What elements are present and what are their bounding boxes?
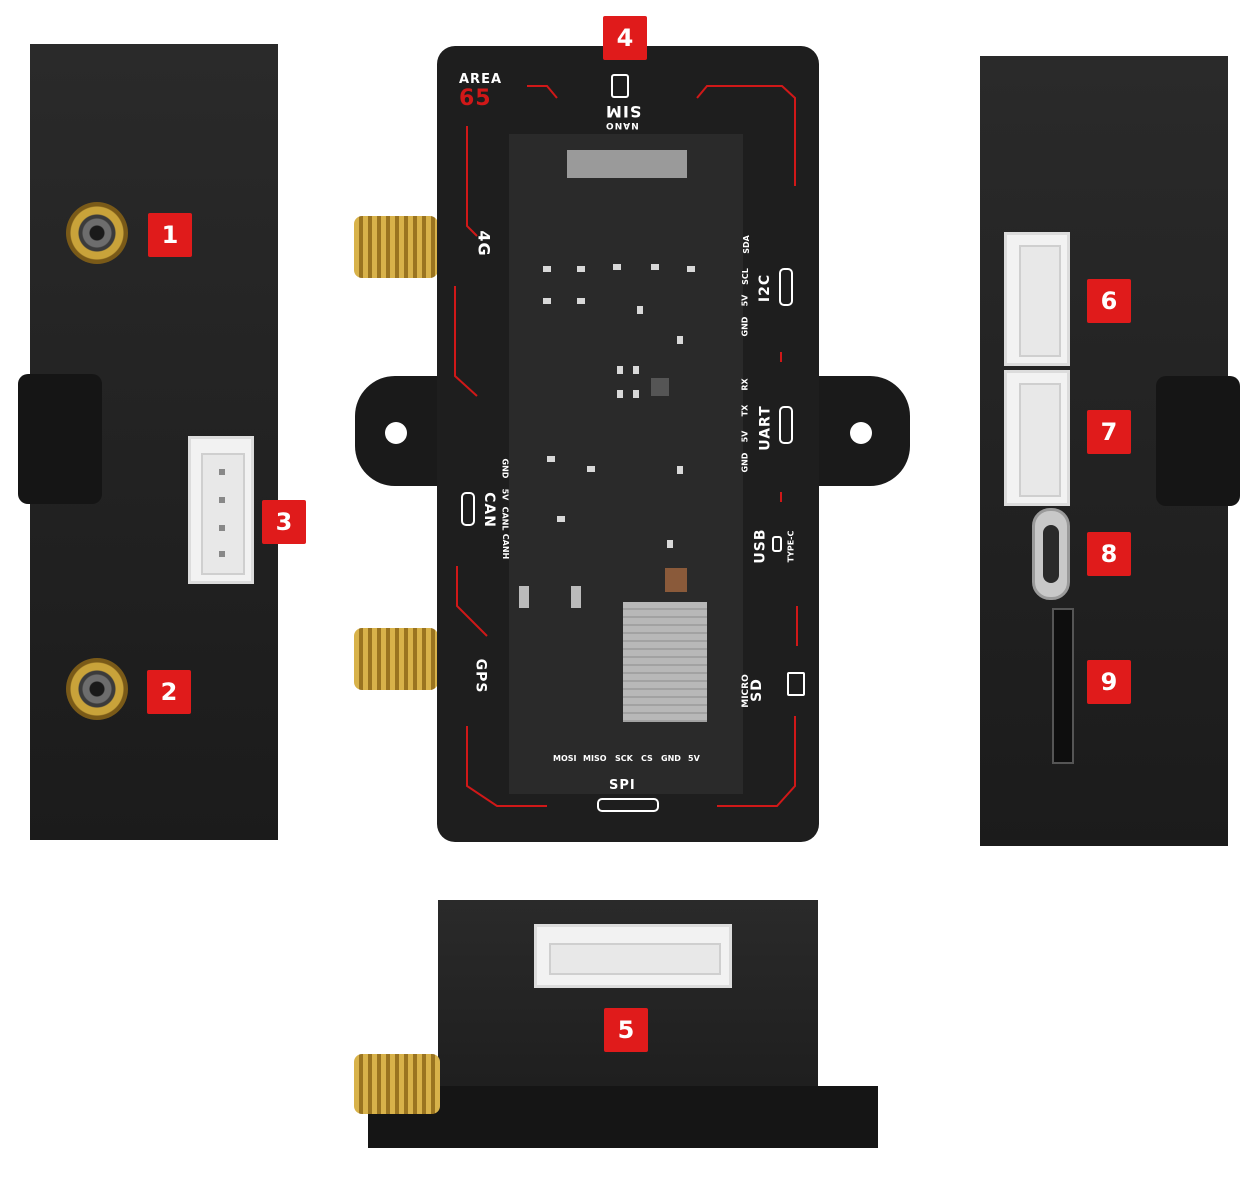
- sim-icon: [611, 74, 629, 98]
- usb-c-icon: [772, 536, 782, 552]
- label-gps: GPS: [472, 658, 489, 694]
- uart-pin-5v: 5V: [740, 430, 750, 443]
- sim-slot: [567, 150, 687, 178]
- label-sd: SD: [748, 678, 765, 702]
- uart-pin-gnd: GND: [740, 452, 750, 473]
- sma-antenna-4g: [354, 216, 438, 278]
- callout-badge-9: 9: [1087, 660, 1131, 704]
- uart-pin-rx: RX: [740, 378, 750, 391]
- callout-badge-5: 5: [604, 1008, 648, 1052]
- label-uart: UART: [757, 405, 774, 451]
- callout-badge-2: 2: [147, 670, 191, 714]
- spi-pin-gnd: GND: [661, 754, 681, 763]
- label-type-c: TYPE-C: [786, 530, 796, 563]
- left-side-view: [18, 44, 278, 840]
- microsd-card-slot: [1052, 608, 1074, 764]
- usb-c-port: [1032, 508, 1070, 600]
- spi-pin-cs: CS: [641, 754, 653, 763]
- mounting-tab-right: [810, 376, 910, 486]
- spi-port-icon: [597, 798, 659, 812]
- callout-badge-7: 7: [1087, 410, 1131, 454]
- i2c-pin-sda: SDA: [741, 235, 751, 254]
- sma-connector-1: [66, 202, 128, 264]
- sma-antenna-gps: [354, 628, 438, 690]
- microsd-icon: [787, 672, 805, 696]
- can-pin-canl: CANL: [500, 506, 510, 531]
- label-spi: SPI: [609, 778, 636, 793]
- mounting-base-bottom: [368, 1086, 878, 1148]
- sim-label: SIM: [605, 102, 642, 121]
- can-pin-gnd: GND: [500, 458, 510, 479]
- sma-connector-2: [66, 658, 128, 720]
- right-side-view: [980, 56, 1240, 846]
- i2c-pin-5v: 5V: [740, 294, 750, 307]
- can-pin-canh: CANH: [501, 533, 511, 560]
- microsd-slot: [623, 602, 707, 722]
- mounting-ear-right: [1156, 376, 1240, 506]
- nano-label: NANO: [605, 120, 639, 130]
- callout-badge-6: 6: [1087, 279, 1131, 323]
- logo-65: 65: [459, 86, 492, 111]
- uart-jst-connector: [1004, 370, 1070, 506]
- pcb-red-traces: [454, 85, 798, 807]
- i2c-port-icon: [779, 268, 793, 306]
- label-usb: USB: [752, 528, 769, 564]
- uart-pin-tx: TX: [740, 404, 750, 417]
- i2c-pin-gnd: GND: [740, 316, 750, 337]
- spi-jst-connector: [534, 924, 732, 988]
- label-can: CAN: [480, 492, 497, 528]
- spi-pin-sck: SCK: [615, 754, 633, 763]
- logo-area-text: AREA: [459, 72, 503, 87]
- i2c-jst-connector: [1004, 232, 1070, 366]
- spi-pin-mosi: MOSI: [553, 754, 577, 763]
- mounting-ear-left: [18, 374, 102, 504]
- can-port-icon: [461, 492, 475, 526]
- pcb-board: AREA 65 SIM NANO 4G GPS CAN GND 5V CANL …: [437, 46, 819, 842]
- can-pin-5v: 5V: [500, 488, 510, 501]
- can-jst-connector: [188, 436, 254, 584]
- callout-badge-4: 4: [603, 16, 647, 60]
- uart-port-icon: [779, 406, 793, 444]
- label-4g: 4G: [474, 230, 494, 257]
- callout-badge-3: 3: [262, 500, 306, 544]
- spi-pin-miso: MISO: [583, 754, 607, 763]
- callout-badge-8: 8: [1087, 532, 1131, 576]
- inductor: [665, 568, 687, 592]
- i2c-pin-scl: SCL: [740, 268, 750, 285]
- spi-pin-5v: 5V: [688, 754, 700, 763]
- sma-antenna-bottom: [354, 1054, 440, 1114]
- label-i2c: I2C: [757, 273, 774, 303]
- callout-badge-1: 1: [148, 213, 192, 257]
